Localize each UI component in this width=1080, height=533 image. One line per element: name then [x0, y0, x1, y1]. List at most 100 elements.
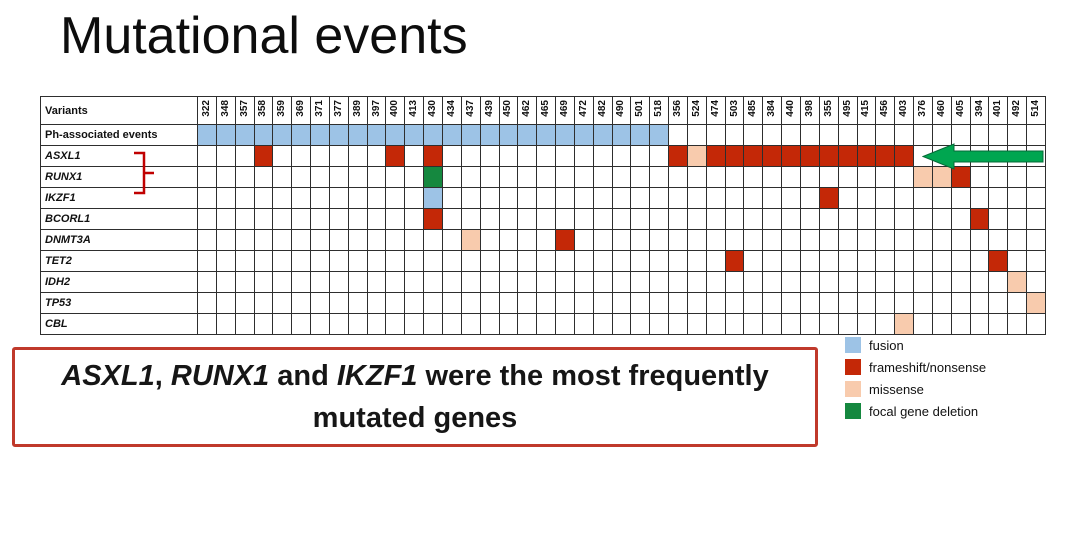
mutation-cell — [347, 292, 368, 314]
column-header: 384 — [762, 96, 783, 125]
table-row: TET2 — [40, 250, 1046, 272]
mutation-cell — [950, 250, 971, 272]
mutation-cell — [724, 229, 745, 251]
mutation-cell — [347, 229, 368, 251]
mutation-cell — [310, 271, 330, 293]
mutation-cell — [894, 124, 915, 146]
mutation-cell — [573, 229, 594, 251]
mutation-cell — [328, 271, 349, 293]
mutation-cell — [1026, 313, 1046, 335]
mutation-cell — [686, 313, 707, 335]
mutation-cell — [781, 145, 801, 167]
column-header: 524 — [686, 96, 707, 125]
mutation-cell — [404, 166, 425, 188]
mutation-cell — [762, 271, 783, 293]
mutation-cell — [536, 292, 557, 314]
column-header: 460 — [931, 96, 952, 125]
mutation-cell — [668, 208, 688, 230]
legend-item: focal gene deletion — [845, 403, 986, 419]
legend-swatch-missense — [845, 381, 861, 397]
mutation-cell — [649, 124, 670, 146]
mutation-cell — [460, 124, 481, 146]
mutation-cell — [310, 124, 330, 146]
column-header: 495 — [837, 96, 858, 125]
mutation-cell — [781, 229, 801, 251]
mutation-cell — [969, 271, 990, 293]
mutation-cell — [950, 292, 971, 314]
mutation-cell — [931, 271, 952, 293]
mutation-cell — [686, 124, 707, 146]
table-row: ASXL1 — [40, 145, 1046, 167]
mutation-cell — [762, 166, 783, 188]
mutation-cell — [931, 166, 952, 188]
mutation-cell — [668, 292, 688, 314]
mutation-cell — [724, 271, 745, 293]
mutation-cell — [517, 313, 538, 335]
mutation-cell — [215, 166, 236, 188]
mutation-cell — [592, 313, 613, 335]
row-label: RUNX1 — [40, 166, 198, 188]
mutation-cell — [856, 271, 877, 293]
mutation-cell — [686, 229, 707, 251]
mutation-cell — [234, 166, 255, 188]
column-header: 482 — [592, 96, 613, 125]
mutation-cell — [423, 145, 443, 167]
mutation-cell — [649, 250, 670, 272]
mutation-cell — [668, 187, 688, 209]
mutation-cell — [291, 166, 312, 188]
mutation-cell — [460, 187, 481, 209]
mutation-cell — [818, 124, 839, 146]
mutation-cell — [423, 187, 443, 209]
mutation-cell — [310, 187, 330, 209]
mutation-cell — [347, 124, 368, 146]
mutation-cell — [743, 313, 764, 335]
mutation-cell — [517, 250, 538, 272]
row-label: TP53 — [40, 292, 198, 314]
mutation-cell — [291, 229, 312, 251]
mutation-cell — [310, 313, 330, 335]
mutation-cell — [253, 124, 274, 146]
mutation-cell — [291, 292, 312, 314]
mutation-cell — [894, 271, 915, 293]
mutation-cell — [781, 313, 801, 335]
gene-name: ASXL1 — [61, 360, 155, 392]
mutation-cell — [875, 124, 896, 146]
mutation-cell — [291, 124, 312, 146]
mutation-cell — [385, 166, 406, 188]
mutation-cell — [423, 271, 443, 293]
mutation-cell — [460, 271, 481, 293]
mutation-cell — [894, 292, 915, 314]
mutation-cell — [818, 250, 839, 272]
mutation-cell — [517, 208, 538, 230]
mutation-cell — [818, 229, 839, 251]
mutation-cell — [969, 292, 990, 314]
mutation-cell — [875, 166, 896, 188]
mutation-cell — [517, 187, 538, 209]
mutation-cell — [498, 166, 519, 188]
mutation-cell — [404, 250, 425, 272]
mutation-cell — [743, 124, 764, 146]
mutation-cell — [950, 313, 971, 335]
mutation-cell — [592, 145, 613, 167]
mutation-cell — [781, 208, 801, 230]
mutation-cell — [969, 313, 990, 335]
mutation-cell — [291, 250, 312, 272]
row-label: DNMT3A — [40, 229, 198, 251]
mutation-cell — [347, 208, 368, 230]
mutation-cell — [705, 208, 726, 230]
mutation-cell — [328, 229, 349, 251]
mutation-cell — [272, 124, 293, 146]
mutation-cell — [856, 124, 877, 146]
mutation-cell — [630, 145, 651, 167]
mutation-cell — [347, 313, 368, 335]
mutation-cell — [215, 124, 236, 146]
mutation-cell — [460, 229, 481, 251]
mutation-cell — [460, 208, 481, 230]
mutation-cell — [347, 166, 368, 188]
mutation-cell — [234, 313, 255, 335]
mutation-cell — [441, 250, 462, 272]
column-header: 398 — [800, 96, 820, 125]
callout-line: mutated genes — [15, 397, 815, 439]
mutation-cell — [347, 145, 368, 167]
mutation-cell — [724, 208, 745, 230]
